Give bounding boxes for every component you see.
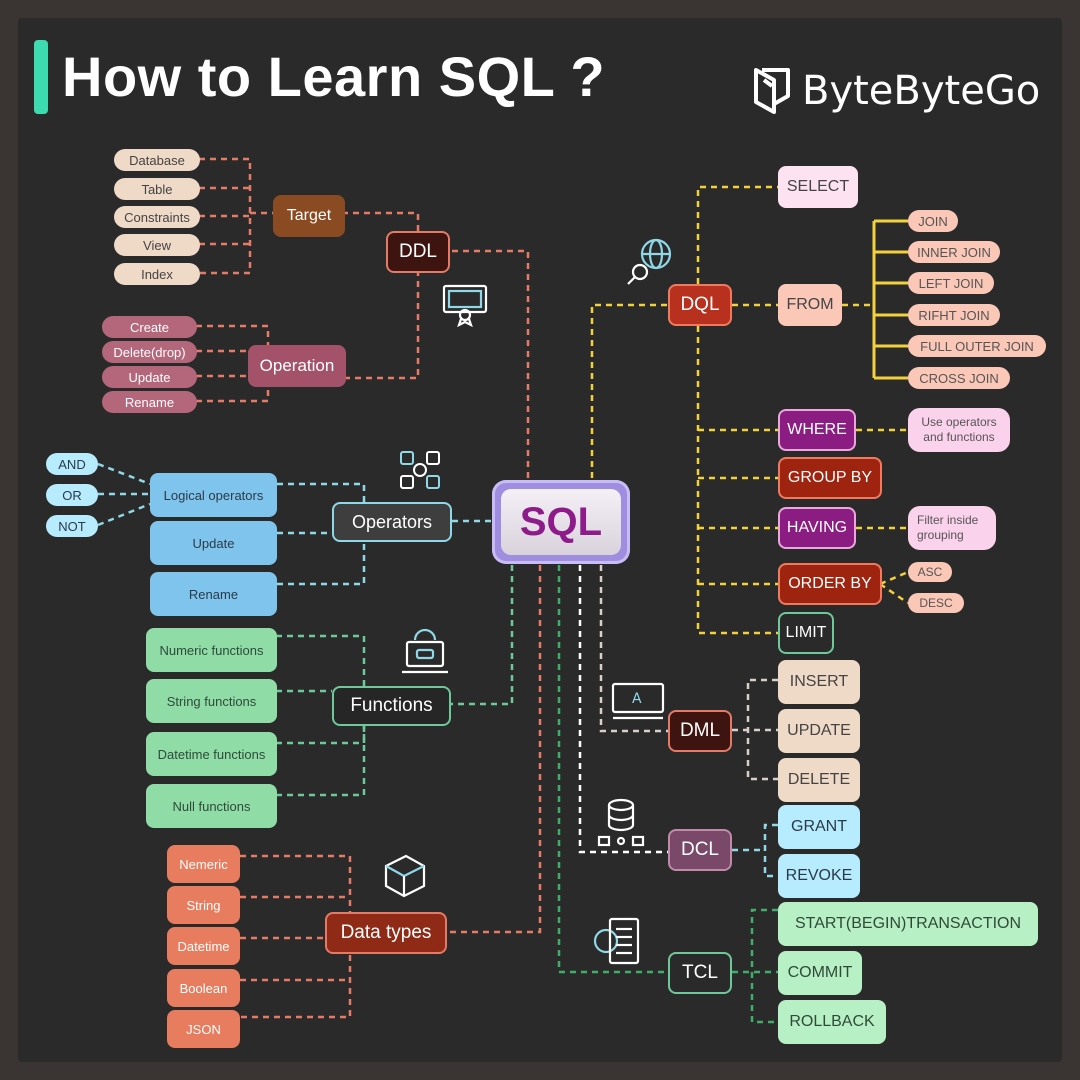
dcl-item[interactable]: GRANT bbox=[778, 805, 860, 849]
data-type-item[interactable]: JSON bbox=[167, 1010, 240, 1048]
functions-item[interactable]: Null functions bbox=[146, 784, 277, 828]
dml-item[interactable]: UPDATE bbox=[778, 709, 860, 753]
dql-group-by[interactable]: GROUP BY bbox=[778, 457, 882, 499]
dql-where[interactable]: WHERE bbox=[778, 409, 856, 451]
dml-screen-icon: A bbox=[611, 682, 665, 720]
logical-operator[interactable]: NOT bbox=[46, 515, 98, 537]
functions-node[interactable]: Functions bbox=[332, 686, 451, 726]
dql-from[interactable]: FROM bbox=[778, 284, 842, 326]
where-note: Use operators and functions bbox=[908, 408, 1010, 452]
target-item[interactable]: Table bbox=[114, 178, 200, 200]
join-item[interactable]: LEFT JOIN bbox=[908, 272, 994, 294]
target-item[interactable]: View bbox=[114, 234, 200, 256]
operators-icon bbox=[400, 451, 440, 489]
data-types-node[interactable]: Data types bbox=[325, 912, 447, 954]
having-note-line: Filter inside bbox=[917, 513, 979, 527]
order-item[interactable]: DESC bbox=[908, 593, 964, 613]
dml-item[interactable]: INSERT bbox=[778, 660, 860, 704]
join-item[interactable]: JOIN bbox=[908, 210, 958, 232]
dql-node[interactable]: DQL bbox=[668, 284, 732, 326]
tcl-node[interactable]: TCL bbox=[668, 952, 732, 994]
laptop-icon bbox=[402, 628, 448, 674]
join-item[interactable]: RIFHT JOIN bbox=[908, 304, 1000, 326]
target-item[interactable]: Database bbox=[114, 149, 200, 171]
functions-item[interactable]: String functions bbox=[146, 679, 277, 723]
dml-item[interactable]: DELETE bbox=[778, 758, 860, 802]
brand-name: ByteByteGo bbox=[802, 68, 1041, 114]
order-item[interactable]: ASC bbox=[908, 562, 952, 582]
having-note-line: grouping bbox=[917, 528, 964, 542]
svg-text:A: A bbox=[632, 691, 642, 707]
title-accent-bar bbox=[34, 40, 48, 114]
data-type-item[interactable]: Boolean bbox=[167, 969, 240, 1007]
tcl-item[interactable]: START(BEGIN)TRANSACTION bbox=[778, 902, 1038, 946]
ddl-target-node[interactable]: Target bbox=[273, 195, 345, 237]
brand: ByteByteGo bbox=[752, 66, 1040, 116]
operation-item[interactable]: Update bbox=[102, 366, 197, 388]
operators-node[interactable]: Operators bbox=[332, 502, 452, 542]
dql-having[interactable]: HAVING bbox=[778, 507, 856, 549]
dql-order-by[interactable]: ORDER BY bbox=[778, 563, 882, 605]
operation-item[interactable]: Create bbox=[102, 316, 197, 338]
ddl-node[interactable]: DDL bbox=[386, 231, 450, 273]
logical-operator[interactable]: OR bbox=[46, 484, 98, 506]
dql-limit[interactable]: LIMIT bbox=[778, 612, 834, 654]
target-item[interactable]: Constraints bbox=[114, 206, 200, 228]
sql-hub-label: SQL bbox=[519, 499, 603, 544]
tcl-item[interactable]: COMMIT bbox=[778, 951, 862, 995]
sql-hub[interactable]: SQL bbox=[492, 480, 630, 564]
dml-node[interactable]: DML bbox=[668, 710, 732, 752]
operators-item[interactable]: Update bbox=[150, 521, 277, 565]
dcl-node[interactable]: DCL bbox=[668, 829, 732, 871]
data-type-item[interactable]: Nemeric bbox=[167, 845, 240, 883]
data-type-item[interactable]: Datetime bbox=[167, 927, 240, 965]
functions-item[interactable]: Numeric functions bbox=[146, 628, 277, 672]
sql-hub-face: SQL bbox=[501, 489, 621, 555]
ddl-operation-node[interactable]: Operation bbox=[248, 345, 346, 387]
dcl-item[interactable]: REVOKE bbox=[778, 854, 860, 898]
join-item[interactable]: FULL OUTER JOIN bbox=[908, 335, 1046, 357]
operators-item[interactable]: Logical operators bbox=[150, 473, 277, 517]
join-item[interactable]: INNER JOIN bbox=[908, 241, 1000, 263]
page-title: How to Learn SQL ? bbox=[62, 45, 606, 108]
database-network-icon bbox=[597, 798, 645, 847]
globe-search-icon bbox=[627, 238, 672, 285]
operation-item[interactable]: Delete(drop) bbox=[102, 341, 197, 363]
where-note-line: and functions bbox=[923, 430, 995, 444]
cube-icon bbox=[384, 854, 426, 898]
operators-item[interactable]: Rename bbox=[150, 572, 277, 616]
having-note: Filter inside grouping bbox=[908, 506, 996, 550]
tcl-item[interactable]: ROLLBACK bbox=[778, 1000, 886, 1044]
certificate-icon bbox=[442, 284, 488, 327]
target-item[interactable]: Index bbox=[114, 263, 200, 285]
logical-operator[interactable]: AND bbox=[46, 453, 98, 475]
dql-select[interactable]: SELECT bbox=[778, 166, 858, 208]
where-note-line: Use operators bbox=[921, 415, 997, 429]
brand-logo-icon bbox=[754, 68, 790, 114]
join-item[interactable]: CROSS JOIN bbox=[908, 367, 1010, 389]
operation-item[interactable]: Rename bbox=[102, 391, 197, 413]
data-type-item[interactable]: String bbox=[167, 886, 240, 924]
checklist-gear-icon bbox=[593, 917, 640, 965]
functions-item[interactable]: Datetime functions bbox=[146, 732, 277, 776]
